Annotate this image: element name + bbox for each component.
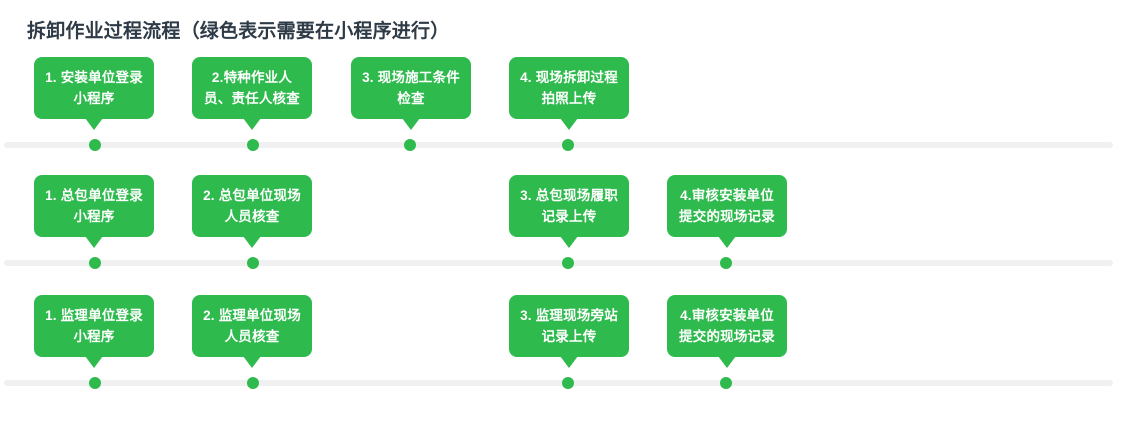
flow-row-install-unit-track: 1. 安装单位登录 小程序 2.特种作业人 员、责任人核查 3. 现场施工条件 检查… bbox=[0, 55, 1140, 175]
callout-tail-icon bbox=[560, 118, 578, 130]
timeline-dot bbox=[562, 377, 574, 389]
timeline-dot bbox=[247, 139, 259, 151]
flow-node-label: 4.审核安装单位 提交的现场记录 bbox=[679, 308, 775, 344]
callout-tail-icon bbox=[85, 236, 103, 248]
flow-node[interactable]: 1. 监理单位登录 小程序 bbox=[34, 295, 154, 368]
flow-node-label: 3. 总包现场履职 记录上传 bbox=[520, 188, 618, 224]
flow-node-label: 3. 现场施工条件 检查 bbox=[362, 70, 460, 106]
flow-node-label: 1. 总包单位登录 小程序 bbox=[45, 188, 143, 224]
callout-tail-icon bbox=[718, 356, 736, 368]
callout-tail-icon bbox=[560, 356, 578, 368]
flow-node[interactable]: 3. 监理现场旁站 记录上传 bbox=[509, 295, 629, 368]
flow-node-label: 4. 现场拆卸过程 拍照上传 bbox=[520, 70, 618, 106]
flow-node[interactable]: 2. 监理单位现场 人员核查 bbox=[192, 295, 312, 368]
flow-node[interactable]: 2.特种作业人 员、责任人核查 bbox=[192, 57, 312, 130]
timeline-line bbox=[4, 260, 1113, 266]
flow-node-label: 3. 监理现场旁站 记录上传 bbox=[520, 308, 618, 344]
flow-node-label: 1. 监理单位登录 小程序 bbox=[45, 308, 143, 344]
timeline-dot bbox=[247, 257, 259, 269]
flow-node[interactable]: 4. 现场拆卸过程 拍照上传 bbox=[509, 57, 629, 130]
callout-tail-icon bbox=[85, 118, 103, 130]
flow-row-supervision-unit-track: 1. 监理单位登录 小程序 2. 监理单位现场 人员核查 3. 监理现场旁站 记录上… bbox=[0, 293, 1140, 413]
timeline-dot bbox=[720, 377, 732, 389]
flow-node-label: 1. 安装单位登录 小程序 bbox=[45, 70, 143, 106]
timeline-dot bbox=[562, 139, 574, 151]
callout-tail-icon bbox=[243, 236, 261, 248]
flow-node[interactable]: 4.审核安装单位 提交的现场记录 bbox=[667, 175, 787, 248]
timeline-dot bbox=[89, 257, 101, 269]
flow-node-label: 2.特种作业人 员、责任人核查 bbox=[204, 70, 300, 106]
flow-node[interactable]: 3. 总包现场履职 记录上传 bbox=[509, 175, 629, 248]
flow-node[interactable]: 3. 现场施工条件 检查 bbox=[351, 57, 471, 130]
timeline-dot bbox=[89, 139, 101, 151]
flow-node[interactable]: 4.审核安装单位 提交的现场记录 bbox=[667, 295, 787, 368]
page-title: 拆卸作业过程流程（绿色表示需要在小程序进行） bbox=[27, 21, 450, 42]
flow-node-label: 4.审核安装单位 提交的现场记录 bbox=[679, 188, 775, 224]
flow-row-general-contractor-track: 1. 总包单位登录 小程序 2. 总包单位现场 人员核查 3. 总包现场履职 记录上… bbox=[0, 173, 1140, 293]
callout-tail-icon bbox=[243, 118, 261, 130]
callout-tail-icon bbox=[560, 236, 578, 248]
callout-tail-icon bbox=[85, 356, 103, 368]
timeline-line bbox=[4, 380, 1113, 386]
timeline-dot bbox=[89, 377, 101, 389]
timeline-dot bbox=[404, 139, 416, 151]
timeline-line bbox=[4, 142, 1113, 148]
timeline-dot bbox=[562, 257, 574, 269]
flow-node[interactable]: 1. 总包单位登录 小程序 bbox=[34, 175, 154, 248]
callout-tail-icon bbox=[243, 356, 261, 368]
flow-node-label: 2. 监理单位现场 人员核查 bbox=[203, 308, 301, 344]
flow-node[interactable]: 2. 总包单位现场 人员核查 bbox=[192, 175, 312, 248]
timeline-dot bbox=[720, 257, 732, 269]
flow-node-label: 2. 总包单位现场 人员核查 bbox=[203, 188, 301, 224]
callout-tail-icon bbox=[718, 236, 736, 248]
timeline-dot bbox=[247, 377, 259, 389]
callout-tail-icon bbox=[402, 118, 420, 130]
flow-node[interactable]: 1. 安装单位登录 小程序 bbox=[34, 57, 154, 130]
